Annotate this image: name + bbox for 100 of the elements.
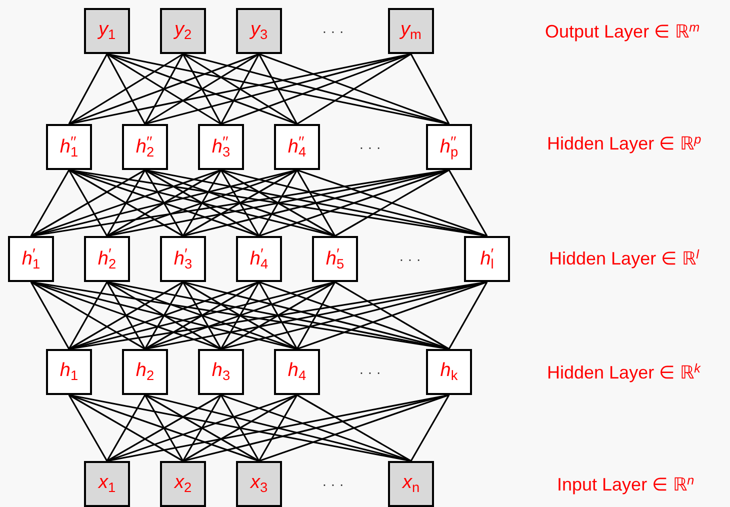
neuron-label: x$_{n}$ xyxy=(402,473,420,495)
connector-line xyxy=(220,53,412,125)
neuron-box xyxy=(160,461,206,507)
connector-line xyxy=(258,394,298,462)
connector-line xyxy=(68,53,260,125)
neuron-box xyxy=(236,8,282,54)
connector-line xyxy=(220,169,336,237)
neuron-box xyxy=(160,8,206,54)
connector-line xyxy=(144,281,260,350)
neuron-box xyxy=(198,124,244,170)
layer-label: Input Layer ∈ ℝ$^{n}$ xyxy=(557,474,694,494)
connector-line xyxy=(68,394,108,462)
connector-line xyxy=(220,170,260,236)
neuron-label: h$_{2}$ xyxy=(136,361,154,383)
connector-line xyxy=(106,169,222,237)
connector-line xyxy=(220,54,260,124)
neuron-box xyxy=(274,124,320,170)
connector-line xyxy=(182,170,222,236)
layer-label: Hidden Layer ∈ ℝ$^{p}$ xyxy=(547,133,702,153)
connector-line xyxy=(258,53,450,125)
connector-line xyxy=(68,281,184,350)
connector-line xyxy=(30,281,146,350)
neuron-label: h$_{k}$ xyxy=(440,361,458,383)
ellipsis: · · · xyxy=(322,23,344,39)
connector-line xyxy=(258,54,298,124)
neuron-box xyxy=(8,236,54,282)
connector-line xyxy=(182,281,298,350)
layer-label: Output Layer ∈ ℝ$^{m}$ xyxy=(545,21,700,41)
layer-label: Hidden Layer ∈ ℝ$^{l}$ xyxy=(549,248,699,268)
connector-line xyxy=(30,169,222,237)
connector-line xyxy=(68,54,108,124)
ellipsis: · · · xyxy=(399,251,421,267)
connector-line xyxy=(144,282,184,350)
connector-line xyxy=(296,282,336,350)
connector-line xyxy=(296,170,336,236)
connector-line xyxy=(334,281,450,350)
neuron-box xyxy=(236,461,282,507)
connector-line xyxy=(182,53,298,125)
connector-line xyxy=(296,394,412,462)
neuron-box xyxy=(236,236,282,282)
connector-line xyxy=(220,282,260,350)
connector-line xyxy=(30,282,70,350)
neuron-box xyxy=(122,349,168,395)
connector-line xyxy=(144,170,184,236)
neuron-label: y$_{2}$ xyxy=(174,20,192,42)
connector-line xyxy=(106,394,222,462)
connector-line xyxy=(30,169,146,237)
neuron-label: x$_{3}$ xyxy=(250,473,268,495)
neuron-box xyxy=(312,236,358,282)
connector-line xyxy=(182,54,222,124)
connector-line xyxy=(144,394,184,462)
neuron-box xyxy=(46,124,92,170)
connector-line xyxy=(448,282,488,350)
neuron-box xyxy=(464,236,510,282)
ellipsis: · · · xyxy=(359,139,381,155)
neuron-box xyxy=(84,236,130,282)
neuron-label: x$_{1}$ xyxy=(98,473,116,495)
neuron-box xyxy=(160,236,206,282)
connector-line xyxy=(410,394,450,462)
connector-line xyxy=(182,394,222,462)
neuron-box xyxy=(388,8,434,54)
connector-line xyxy=(448,170,488,236)
connector-line xyxy=(68,394,184,462)
neuron-label: y$_{m}$ xyxy=(400,20,422,42)
neuron-label: h$_{1}$ xyxy=(60,361,78,383)
connector-line xyxy=(220,394,260,462)
connector-line xyxy=(334,169,450,237)
connector-line xyxy=(258,281,450,350)
neuron-box xyxy=(122,124,168,170)
connector-line xyxy=(182,169,298,237)
neuron-label: h$_{4}$ xyxy=(288,361,306,383)
connector-line xyxy=(68,282,108,350)
connector-line xyxy=(68,53,184,125)
connector-line xyxy=(296,169,488,237)
neuron-box xyxy=(426,349,472,395)
connector-line xyxy=(220,281,336,350)
connector-line xyxy=(144,394,260,462)
connector-line xyxy=(258,169,450,237)
neuron-box xyxy=(198,349,244,395)
connector-line xyxy=(106,54,146,124)
connector-line xyxy=(68,169,184,237)
connector-line xyxy=(106,53,222,125)
connector-line xyxy=(182,394,298,462)
connector-line xyxy=(296,281,488,350)
neuron-label: x$_{2}$ xyxy=(174,473,192,495)
connector-line xyxy=(144,169,260,237)
connector-line xyxy=(258,282,298,350)
neuron-box xyxy=(84,8,130,54)
connector-line xyxy=(30,170,70,236)
connector-line xyxy=(258,170,298,236)
neuron-box xyxy=(46,349,92,395)
connector-line xyxy=(144,53,260,125)
ellipsis: · · · xyxy=(322,476,344,492)
connector-line xyxy=(182,282,222,350)
neuron-box xyxy=(84,461,130,507)
connector-line xyxy=(220,394,412,462)
connector-line xyxy=(106,281,222,350)
neuron-box xyxy=(274,349,320,395)
ellipsis: · · · xyxy=(359,364,381,380)
connector-line xyxy=(106,170,146,236)
